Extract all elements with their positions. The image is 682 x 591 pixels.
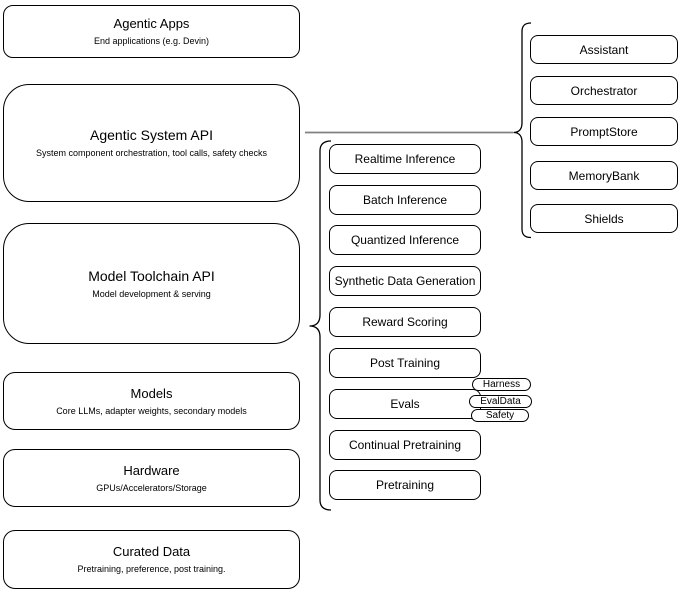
node-continual-pretraining: Continual Pretraining: [329, 430, 481, 460]
node-title: Hardware: [123, 462, 180, 478]
node-subtitle: System component orchestration, tool cal…: [35, 148, 268, 158]
node-post-training: Post Training: [329, 348, 481, 378]
node-title: Model Toolchain API: [88, 267, 215, 284]
node-title: Agentic Apps: [113, 16, 190, 31]
node-model-toolchain-api: Model Toolchain API Model development & …: [3, 223, 300, 344]
node-subtitle: Model development & serving: [92, 288, 211, 299]
tag-safety: Safety: [471, 409, 529, 422]
node-subtitle: Core LLMs, adapter weights, secondary mo…: [56, 405, 247, 416]
node-quantized-inference: Quantized Inference: [329, 225, 481, 255]
node-agentic-apps: Agentic Apps End applications (e.g. Devi…: [3, 5, 300, 58]
node-pretraining: Pretraining: [329, 470, 481, 500]
node-models: Models Core LLMs, adapter weights, secon…: [3, 372, 300, 430]
node-assistant: Assistant: [530, 35, 678, 64]
node-subtitle: Pretraining, preference, post training.: [77, 564, 226, 574]
node-shields: Shields: [530, 204, 678, 233]
node-batch-inference: Batch Inference: [329, 185, 481, 215]
node-evals: Evals: [329, 389, 481, 419]
node-orchestrator: Orchestrator: [530, 76, 678, 105]
node-curated-data: Curated Data Pretraining, preference, po…: [3, 530, 300, 589]
node-subtitle: GPUs/Accelerators/Storage: [96, 482, 207, 493]
system-components-brace: [513, 22, 532, 239]
node-subtitle: End applications (e.g. Devin): [93, 36, 210, 46]
node-agentic-system-api: Agentic System API System component orch…: [3, 84, 300, 202]
toolchain-brace: [309, 140, 332, 511]
tag-evaldata: EvalData: [469, 395, 532, 408]
node-title: Agentic System API: [90, 127, 213, 143]
node-synthetic-data-generation: Synthetic Data Generation: [329, 266, 481, 296]
node-hardware: Hardware GPUs/Accelerators/Storage: [3, 449, 300, 507]
node-title: Models: [130, 385, 173, 401]
node-title: Curated Data: [112, 544, 191, 559]
node-realtime-inference: Realtime Inference: [329, 144, 481, 174]
node-reward-scoring: Reward Scoring: [329, 307, 481, 337]
node-memorybank: MemoryBank: [530, 161, 678, 190]
tag-harness: Harness: [472, 378, 531, 391]
node-promptstore: PromptStore: [530, 117, 678, 146]
